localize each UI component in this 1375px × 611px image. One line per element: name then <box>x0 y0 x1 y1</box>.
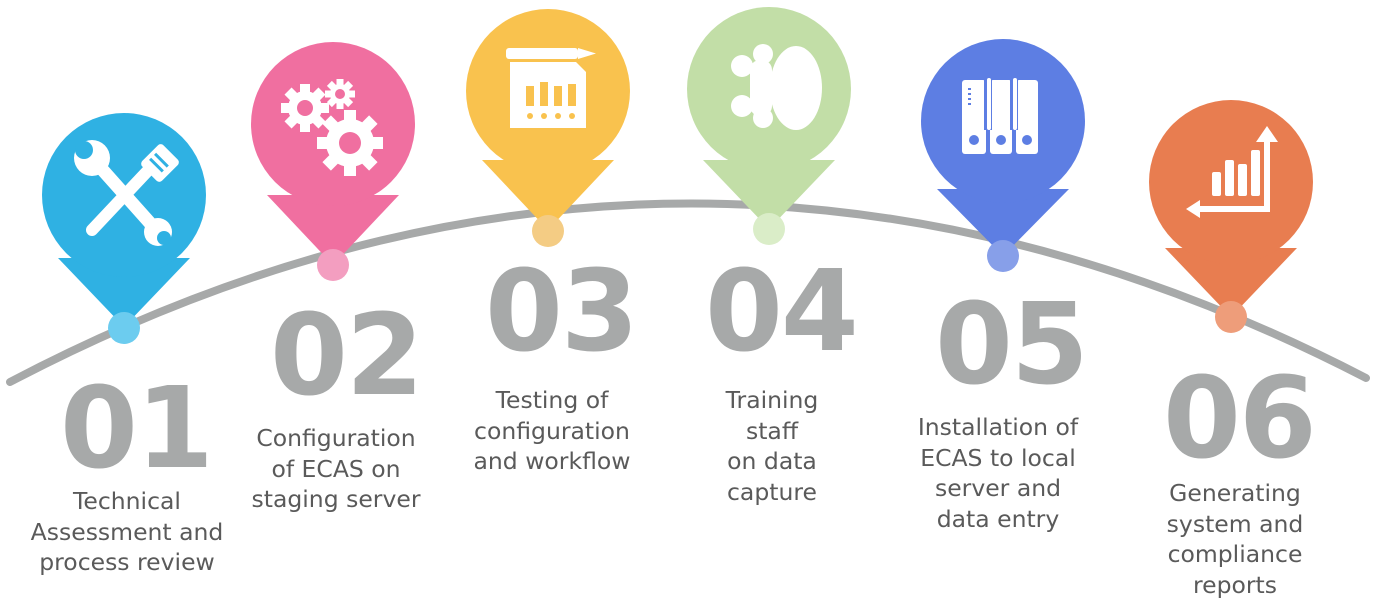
step-4-label: Training staff on data capture <box>725 386 819 506</box>
step-3-dot <box>532 215 564 247</box>
gears-icon <box>281 79 383 176</box>
step-1-number: 01 <box>60 364 214 494</box>
step-6-number: 06 <box>1163 354 1317 484</box>
step-1-dot <box>108 312 140 344</box>
step-5-label: Installation of ECAS to local server and… <box>917 413 1079 533</box>
step-5-pin <box>921 39 1085 272</box>
step-4-number: 04 <box>705 247 859 377</box>
team-icon <box>731 44 822 130</box>
step-6-pin <box>1149 100 1313 333</box>
step-5-dot <box>987 240 1019 272</box>
step-5-number: 05 <box>935 280 1089 410</box>
step-1-label: Technical Assessment and process review <box>30 487 224 576</box>
testing-board-icon <box>506 48 596 128</box>
step-1-pin <box>42 113 206 344</box>
pin-3-tail <box>482 160 614 230</box>
pin-1-tail <box>58 258 190 327</box>
step-6-dot <box>1215 301 1247 333</box>
step-2-dot <box>317 249 349 281</box>
step-3-number: 03 <box>485 247 639 377</box>
step-3-pin <box>466 9 630 247</box>
timeline-arc <box>6 199 1370 386</box>
step-2-number: 02 <box>270 291 424 421</box>
step-6-label: Generating system and compliance reports <box>1166 479 1304 599</box>
pin-4-tail <box>703 160 835 229</box>
pin-5-tail <box>937 189 1069 256</box>
step-3-label: Testing of configuration and workflow <box>473 386 631 475</box>
pin-2-tail <box>267 195 399 265</box>
growth-chart-icon <box>1186 126 1278 218</box>
step-2-pin <box>251 42 415 281</box>
step-2-label: Configuration of ECAS on staging server <box>251 424 421 513</box>
step-4-dot <box>753 213 785 245</box>
step-4-pin <box>687 7 851 245</box>
server-icon <box>962 78 1038 154</box>
pin-6-tail <box>1165 248 1297 317</box>
tools-icon <box>74 140 179 246</box>
